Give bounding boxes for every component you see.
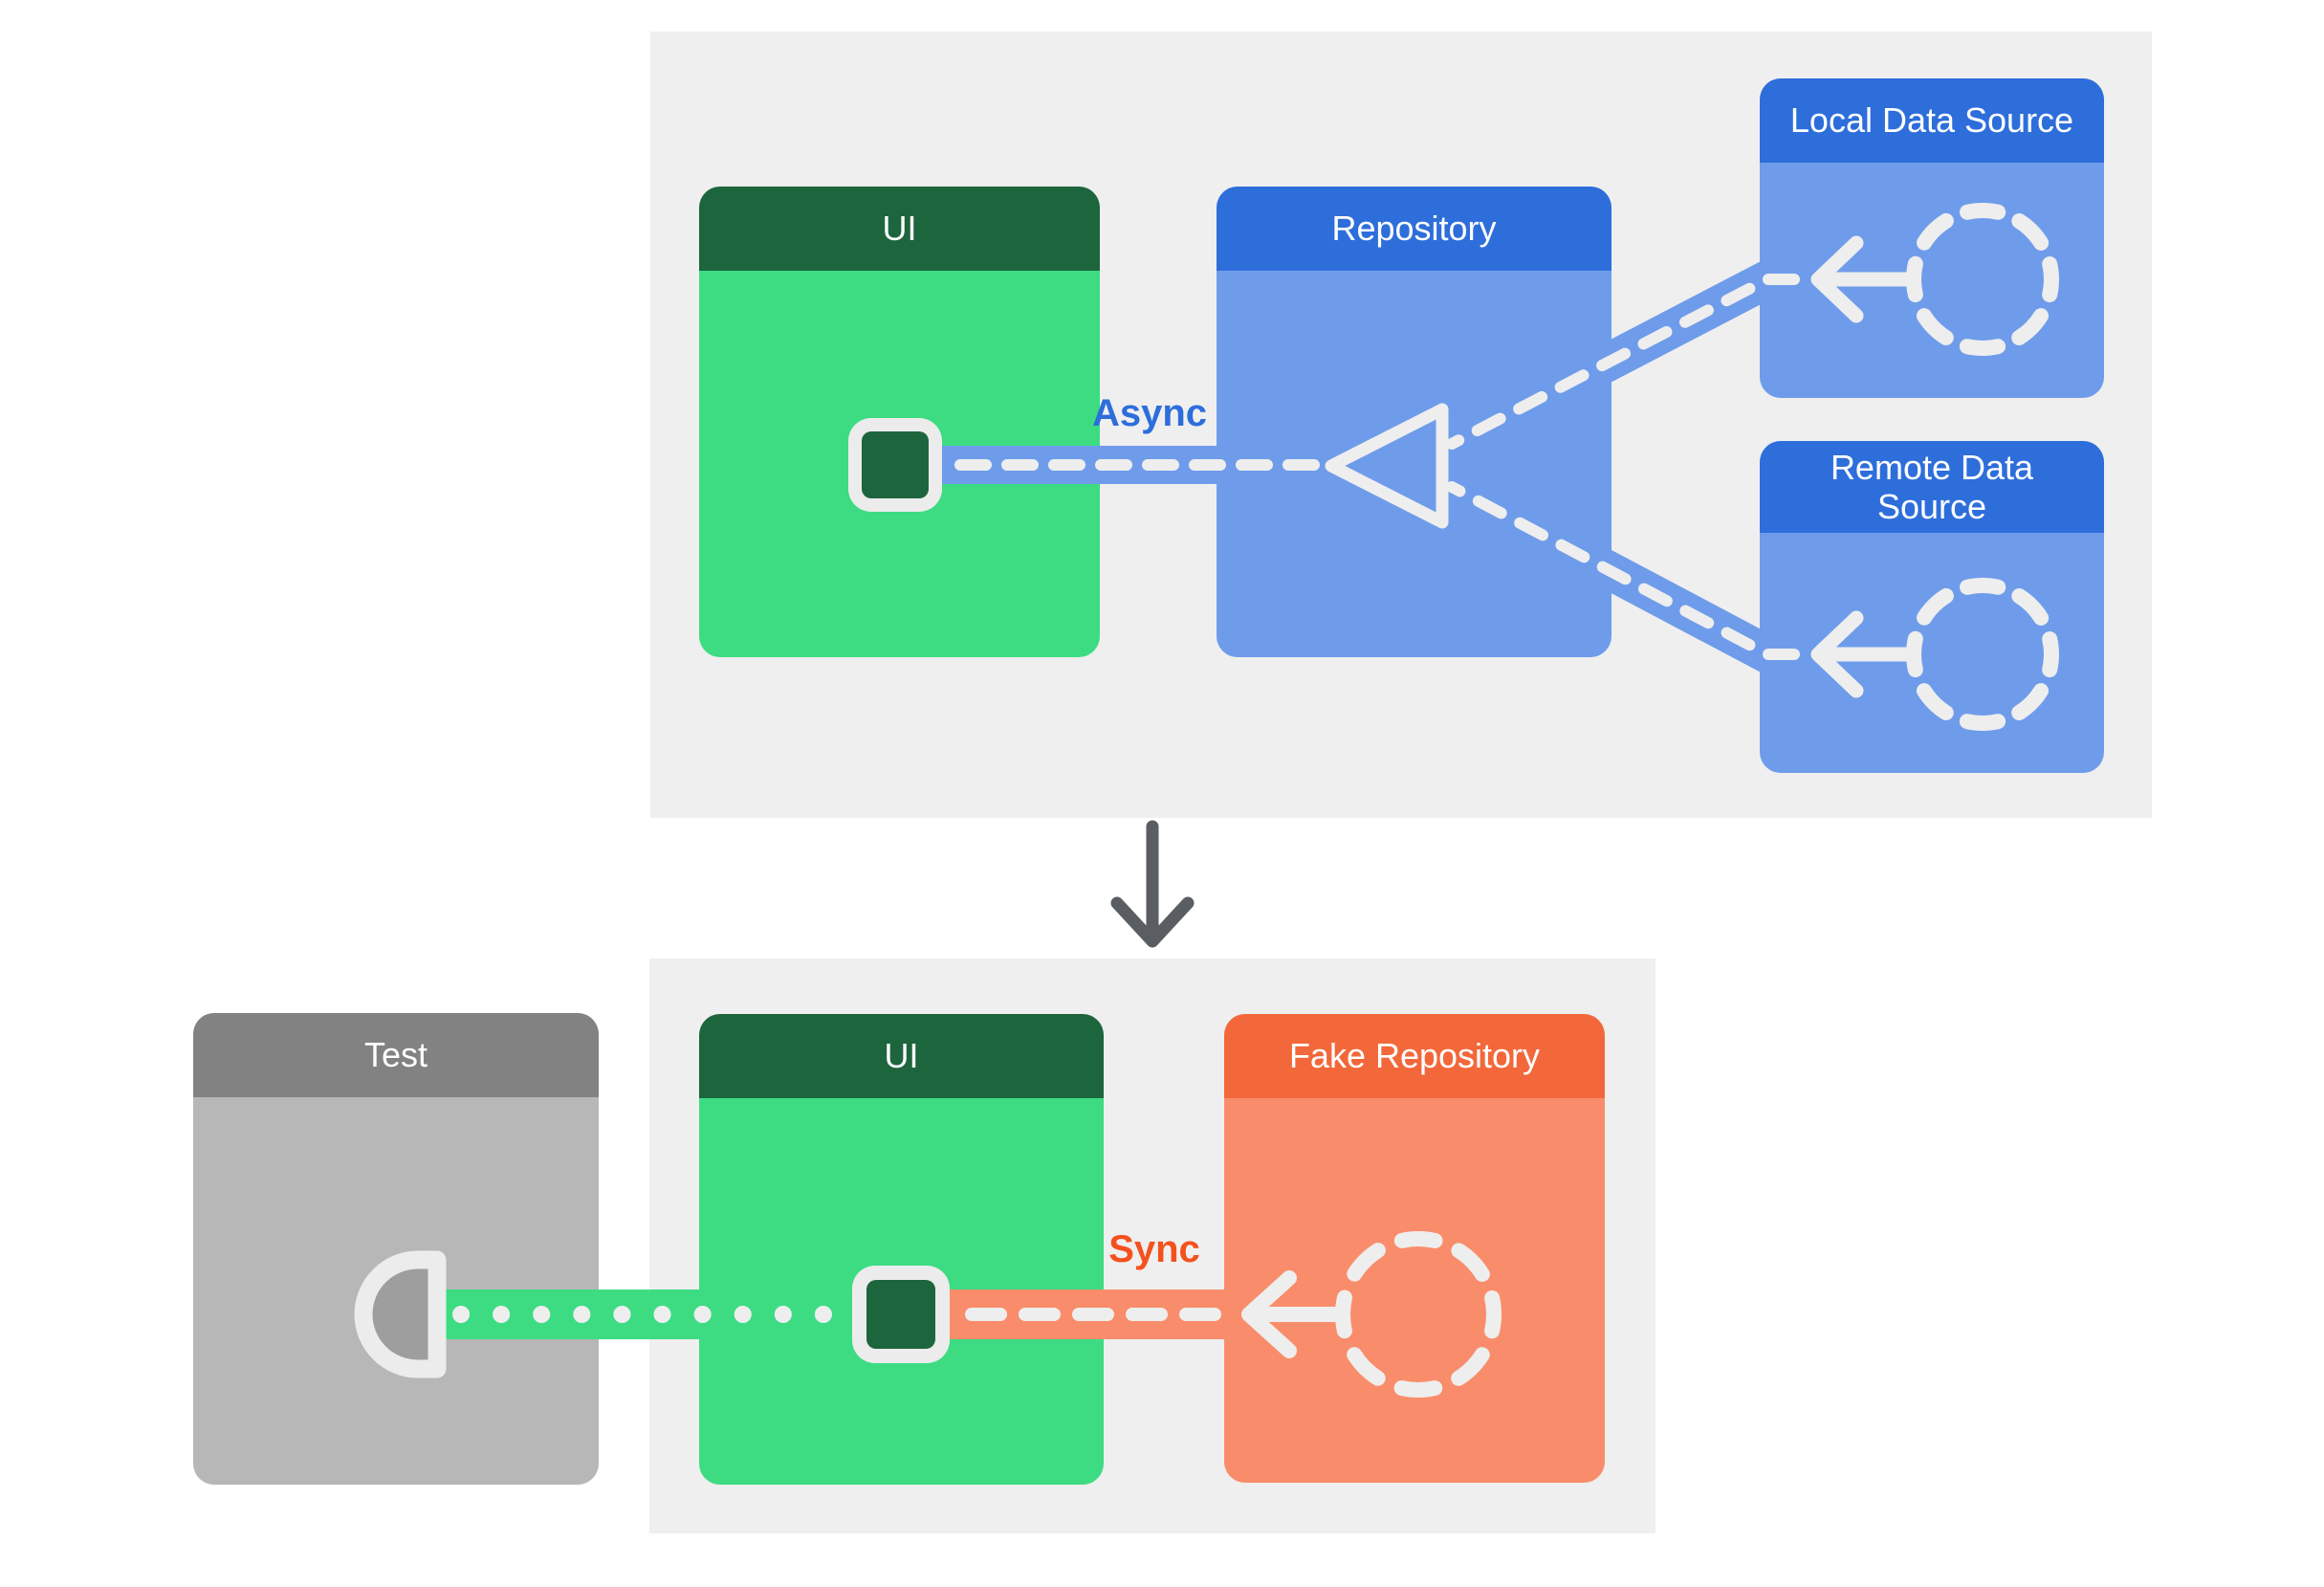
test-card-header: Test <box>193 1013 599 1097</box>
test-card-body <box>193 1097 599 1485</box>
ui-card-test-body <box>699 1098 1104 1485</box>
fake-repository-title: Fake Repository <box>1288 1036 1541 1076</box>
repository-card-title: Repository <box>1331 209 1497 249</box>
local-data-source-card: Local Data Source <box>1760 78 2104 398</box>
async-label: Async <box>1091 392 1208 434</box>
fake-repository-header: Fake Repository <box>1224 1014 1605 1098</box>
ui-card-header: UI <box>699 187 1100 271</box>
fake-repository-body <box>1224 1098 1605 1483</box>
local-data-source-title: Local Data Source <box>1789 100 2074 141</box>
repository-card-header: Repository <box>1217 187 1611 271</box>
local-data-source-body <box>1760 163 2104 398</box>
ui-card-title: UI <box>882 209 917 249</box>
test-card-title: Test <box>363 1035 428 1075</box>
remote-data-source-body <box>1760 533 2104 773</box>
ui-card: UI <box>699 187 1100 657</box>
remote-data-source-card: Remote Data Source <box>1760 441 2104 773</box>
sync-label: Sync <box>1108 1228 1200 1270</box>
repository-card: Repository <box>1217 187 1611 657</box>
down-arrow-icon <box>1110 820 1195 948</box>
fake-repository-card: Fake Repository <box>1224 1014 1605 1483</box>
local-data-source-header: Local Data Source <box>1760 78 2104 163</box>
remote-data-source-header: Remote Data Source <box>1760 441 2104 533</box>
test-card: Test <box>193 1013 599 1485</box>
ui-card-test-title: UI <box>884 1036 919 1076</box>
repository-card-body <box>1217 271 1611 657</box>
remote-data-source-title: Remote Data Source <box>1830 447 2034 526</box>
ui-card-test: UI <box>699 1014 1104 1485</box>
ui-card-body <box>699 271 1100 657</box>
ui-card-test-header: UI <box>699 1014 1104 1098</box>
